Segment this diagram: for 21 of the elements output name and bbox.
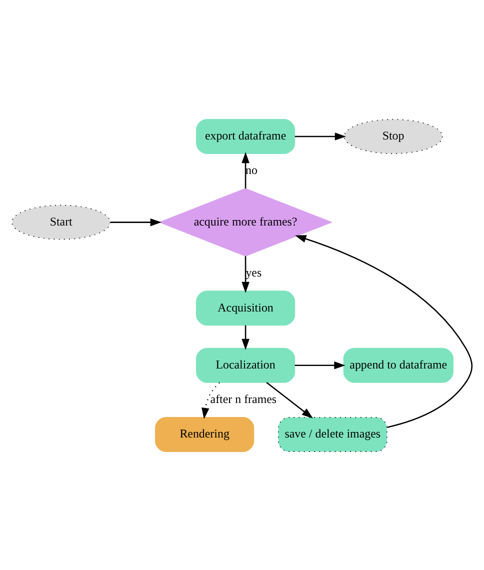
arrow xyxy=(294,132,346,140)
edge-label: yes xyxy=(246,265,262,280)
arrow xyxy=(242,256,250,292)
node-box: Localization xyxy=(196,347,296,382)
edge-label: no xyxy=(246,162,258,177)
node-box: save / delete images xyxy=(278,416,388,452)
node-box: export dataframe xyxy=(196,118,296,154)
arrow xyxy=(242,152,250,188)
node-box: Rendering xyxy=(155,416,254,452)
arrow xyxy=(202,382,220,419)
arrow xyxy=(266,382,313,418)
node-box: append to dataframe xyxy=(343,347,454,382)
edge-label: after n frames xyxy=(210,392,277,406)
arrow xyxy=(242,324,250,350)
arrow xyxy=(294,360,346,369)
arrow xyxy=(110,218,162,226)
arrow xyxy=(295,234,473,428)
node-ellipse: Start xyxy=(12,204,111,240)
node-box: Acquisition xyxy=(196,290,296,326)
node-diamond: acquire more frames? xyxy=(158,188,333,256)
node-ellipse: Stop xyxy=(344,118,443,154)
